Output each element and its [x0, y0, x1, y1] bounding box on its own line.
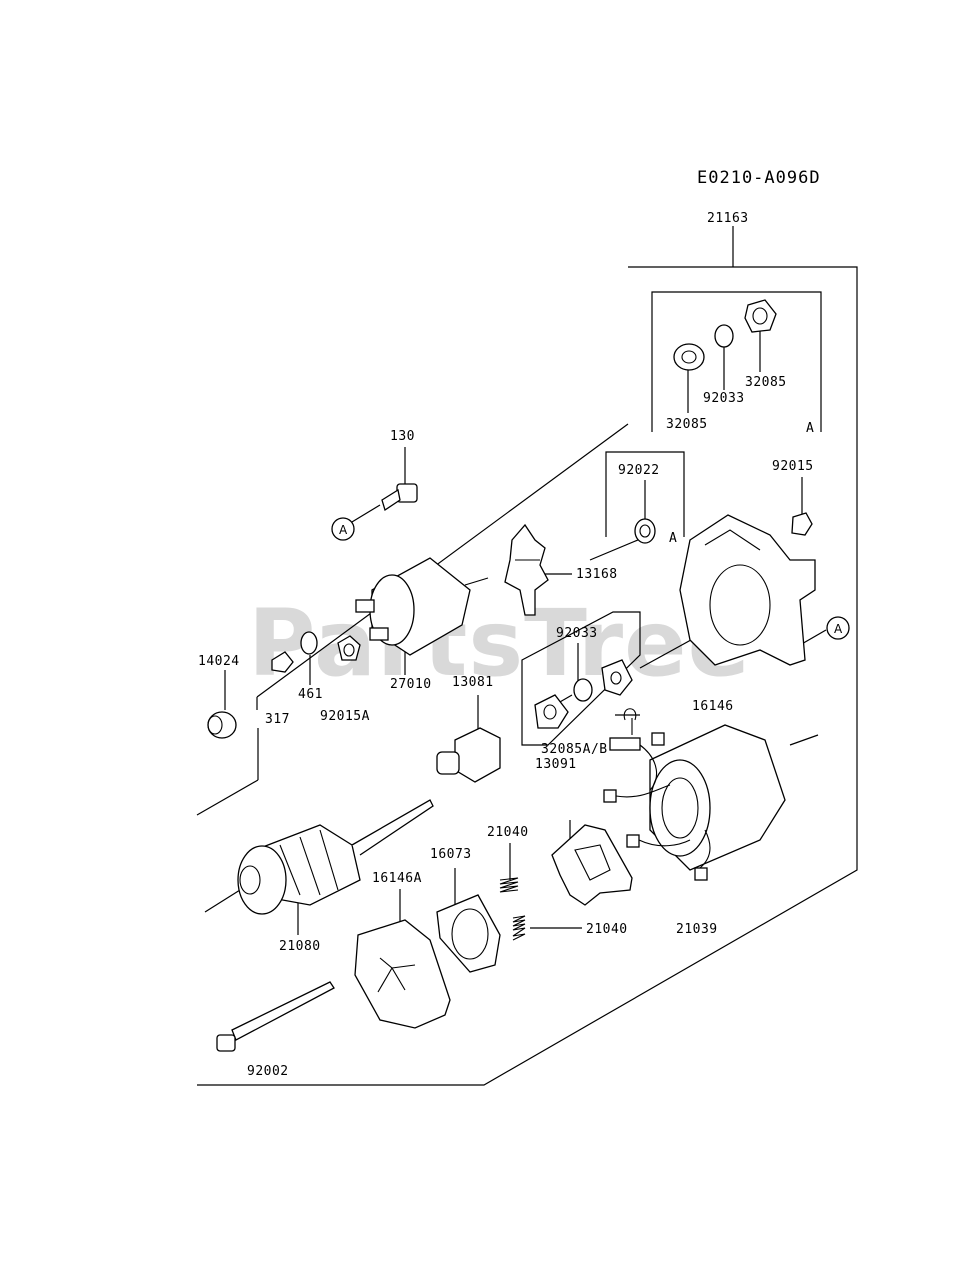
nut-92015A-icon: [337, 635, 361, 661]
washer-32085-left-icon: [673, 343, 705, 371]
front-housing-icon: [679, 514, 816, 666]
label-13091: 13091: [535, 757, 577, 772]
label-32085-top: 32085: [745, 375, 787, 390]
washer-32085-top-icon: [744, 299, 777, 333]
label-box-a-mid: A: [669, 531, 677, 546]
brush-holder-13091-icon: [551, 824, 633, 906]
lever-13168-icon: [504, 523, 549, 616]
armature-21080-icon: [237, 799, 434, 915]
washer-461-icon: [300, 631, 318, 655]
label-16073: 16073: [430, 847, 472, 862]
label-21040-a: 21040: [487, 825, 529, 840]
label-32085-left: 32085: [666, 417, 708, 432]
label-92033-mid: 92033: [556, 626, 598, 641]
label-14024: 14024: [198, 654, 240, 669]
label-13081: 13081: [452, 675, 494, 690]
frame-lines: [196, 226, 858, 1086]
label-461: 461: [298, 687, 323, 702]
label-92033-top: 92033: [703, 391, 745, 406]
label-21080: 21080: [279, 939, 321, 954]
washer-32085AB-icon: [601, 659, 633, 696]
label-317: 317: [265, 712, 290, 727]
washer-92022-icon: [634, 518, 656, 544]
through-bolt-92002-icon: [216, 981, 335, 1052]
label-27010: 27010: [390, 677, 432, 692]
rear-cover-16146A-icon: [354, 919, 451, 1029]
yoke-16146-icon: [603, 708, 786, 881]
label-21039: 21039: [676, 922, 718, 937]
label-130: 130: [390, 429, 415, 444]
spring-21040-a-icon: [499, 877, 519, 893]
label-92015A: 92015A: [320, 709, 370, 724]
boot-14024-icon: [207, 711, 237, 739]
label-92022: 92022: [618, 463, 660, 478]
diagram-code: E0210-A096D: [697, 168, 821, 188]
drive-13081-icon: [436, 727, 501, 783]
label-32085AB: 32085A/B: [541, 742, 608, 757]
label-92002: 92002: [247, 1064, 289, 1079]
nut-92015-icon: [791, 512, 813, 536]
ref-marker-a-left: A: [331, 517, 355, 541]
svg-text:A: A: [339, 523, 348, 537]
label-21040-b: 21040: [586, 922, 628, 937]
watermark: PartsTree: [248, 590, 751, 697]
spring-21040-b-icon: [512, 915, 526, 941]
oring-92033-top-icon: [714, 324, 734, 348]
label-box-a-top: A: [806, 421, 814, 436]
svg-text:A: A: [834, 622, 843, 636]
label-16146A: 16146A: [372, 871, 422, 886]
plate-16073-icon: [436, 894, 501, 973]
label-13168: 13168: [576, 567, 618, 582]
label-16146: 16146: [692, 699, 734, 714]
washer-32085-mid-icon: [534, 694, 569, 729]
nut-317-icon: [271, 651, 294, 673]
oring-92033-mid-icon: [573, 678, 593, 702]
label-92015: 92015: [772, 459, 814, 474]
solenoid-27010-icon: [355, 557, 489, 656]
part-labels: 21163 32085 92033 32085 A 130 92022 A 92…: [198, 211, 814, 1079]
ref-marker-a-right: A: [826, 616, 850, 640]
leader-lines: [204, 330, 827, 935]
label-21163: 21163: [707, 211, 749, 226]
bolt-130-icon: [381, 483, 418, 512]
